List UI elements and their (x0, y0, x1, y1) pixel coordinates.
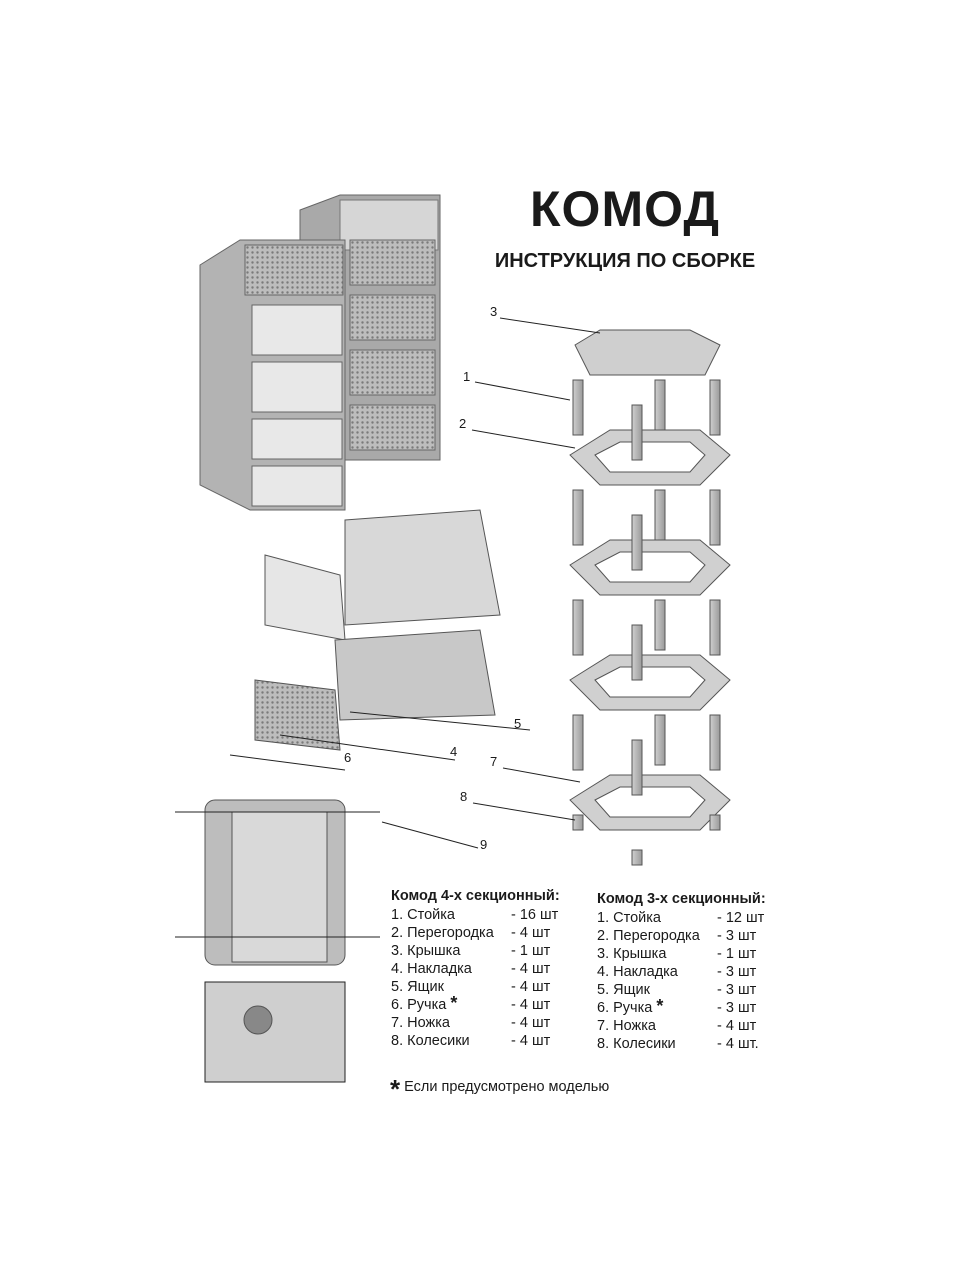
dresser-4-image (199, 239, 346, 511)
list-item: 3. Крышка- 1 шт (597, 946, 757, 962)
list-item: 5. Ящик- 3 шт (597, 982, 757, 998)
footnote: * Если предусмотрено моделью (390, 1074, 609, 1105)
list-item: 6. Ручка *- 3 шт (597, 996, 757, 1016)
bottom-view-image (175, 799, 479, 1083)
callout-8: 8 (460, 789, 468, 804)
list-item: 4. Накладка- 3 шт (597, 964, 757, 980)
list-item: 5. Ящик- 4 шт (391, 979, 551, 995)
list-item: 8. Колесики- 4 шт. (597, 1036, 759, 1052)
list-item: 2. Перегородка- 4 шт (391, 925, 551, 941)
list-item: 8. Колесики- 4 шт (391, 1033, 551, 1049)
asterisk-icon: * (390, 1074, 401, 1104)
page-subtitle: ИНСТРУКЦИЯ ПО СБОРКЕ (494, 250, 756, 272)
callout-3: 3 (490, 304, 498, 319)
callout-1: 1 (463, 369, 471, 384)
page-title: КОМОД (530, 181, 720, 237)
parts-list-4-section: Комод 4-х секционный: 1. Стойка- 16 шт 2… (391, 887, 560, 1050)
list-item: 7. Ножка- 4 шт (391, 1015, 551, 1031)
exploded-tower-image (471, 317, 731, 866)
callout-9: 9 (480, 837, 488, 852)
list-item: 2. Перегородка- 3 шт (597, 928, 757, 944)
drawer-parts-image (229, 509, 531, 771)
list-item: 6. Ручка *- 4 шт (391, 993, 551, 1013)
callout-5: 5 (514, 716, 522, 731)
footnote-text: Если предусмотрено моделью (404, 1079, 610, 1095)
callout-4: 4 (450, 744, 458, 759)
asterisk-icon: * (656, 996, 664, 1016)
list-item: 7. Ножка- 4 шт (597, 1018, 757, 1034)
asterisk-icon: * (450, 993, 458, 1013)
parts-list-header: Комод 4-х секционный: (391, 888, 560, 904)
list-item: 3. Крышка- 1 шт (391, 943, 551, 959)
parts-list-3-section: Комод 3-х секционный: 1. Стойка- 12 шт 2… (597, 890, 766, 1053)
callout-2: 2 (459, 416, 467, 431)
list-item: 1. Стойка- 12 шт (597, 910, 765, 926)
callout-7: 7 (490, 754, 498, 769)
list-item: 4. Накладка- 4 шт (391, 961, 551, 977)
callout-6: 6 (344, 750, 352, 765)
list-item: 1. Стойка- 16 шт (391, 907, 559, 923)
parts-list-header: Комод 3-х секционный: (597, 891, 766, 907)
